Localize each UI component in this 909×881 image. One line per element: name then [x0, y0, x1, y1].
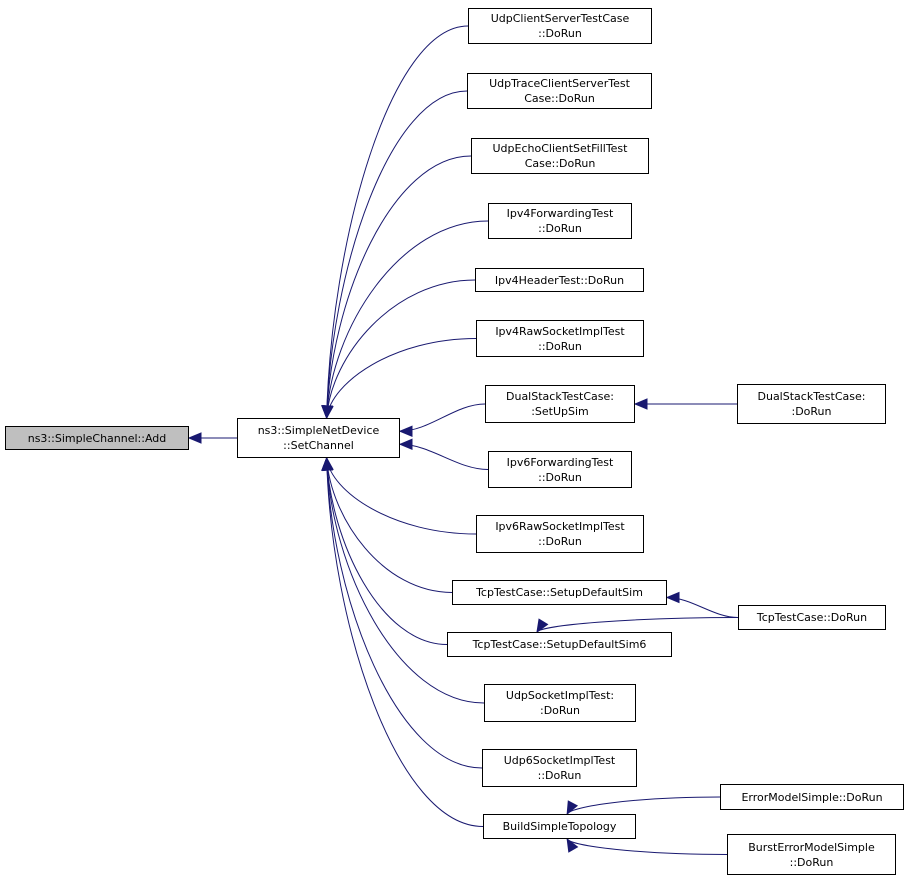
node-label-line: ns3::SimpleNetDevice	[257, 424, 380, 437]
node-label-line: Case::DoRun	[524, 92, 595, 105]
node-label-line: ::DoRun	[538, 222, 582, 235]
edge-ipv6raw-to-setchannel	[326, 457, 477, 535]
edge-dualsetup-to-setchannel	[399, 403, 486, 432]
node-label-line: TcpTestCase::SetupDefaultSim	[476, 586, 643, 599]
edge-errmodel-to-buildtopo	[566, 796, 721, 815]
node-dualstacktestcase-dorun[interactable]: DualStackTestCase: :DoRun	[737, 384, 886, 424]
node-simplechannel-add: ns3::SimpleChannel::Add	[5, 426, 189, 450]
node-label-line: BurstErrorModelSimple	[748, 840, 875, 854]
node-label-line: UdpEchoClientSetFillTest	[492, 142, 628, 155]
node-udpechoclientsetfilltestcase-dorun[interactable]: UdpEchoClientSetFillTest Case::DoRun	[471, 138, 649, 174]
arrowhead-setchannel-to-root	[187, 432, 202, 444]
node-errormodelsimple-dorun[interactable]: ErrorModelSimple::DoRun	[720, 784, 904, 810]
arrowhead-errmodel-to-buildtopo	[566, 800, 579, 816]
node-label-line: BuildSimpleTopology	[502, 820, 617, 833]
node-label-line: ErrorModelSimple::DoRun	[741, 790, 883, 804]
node-label-line: ::SetChannel	[283, 439, 354, 452]
node-label-line: :SetUpSim	[531, 405, 589, 418]
node-udptraceclientservertestcase-dorun[interactable]: UdpTraceClientServerTest Case::DoRun	[467, 73, 652, 109]
arrowhead-dualsetup-to-setchannel	[398, 425, 413, 437]
node-label-line: DualStackTestCase:	[506, 390, 614, 403]
edge-ipv4fwd-to-setchannel	[326, 220, 489, 419]
node-label-line: ::DoRun	[538, 535, 582, 548]
edge-tcprun-to-tcpsetup6	[536, 617, 739, 633]
node-label-line: ::DoRun	[789, 855, 834, 869]
node-bursterrormodelsimple-dorun[interactable]: BurstErrorModelSimple ::DoRun	[727, 834, 896, 875]
node-label-line: Ipv4ForwardingTest	[506, 207, 614, 220]
node-label-line: UdpSocketImplTest:	[505, 689, 615, 702]
node-label-line: :DoRun	[791, 405, 832, 418]
arrowhead-bursterr-to-buildtopo	[566, 837, 579, 853]
node-udpclientservertestcase-dorun[interactable]: UdpClientServerTestCase ::DoRun	[468, 8, 652, 44]
node-label-line: ::DoRun	[538, 339, 582, 353]
node-label-line: Ipv4HeaderTest::DoRun	[494, 273, 625, 287]
node-ipv4headertest-dorun[interactable]: Ipv4HeaderTest::DoRun	[475, 268, 644, 292]
node-tcptestcase-dorun[interactable]: TcpTestCase::DoRun	[738, 605, 886, 630]
node-label-line: ::DoRun	[537, 769, 582, 782]
node-simplenetdevice-setchannel[interactable]: ns3::SimpleNetDevice ::SetChannel	[237, 418, 400, 458]
edge-ipv4hdr-to-setchannel	[326, 279, 476, 419]
node-ipv6rawsocketimpltest-dorun[interactable]: Ipv6RawSocketImplTest ::DoRun	[476, 515, 644, 553]
node-label-line: ::DoRun	[538, 470, 582, 484]
node-label-line: Udp6SocketImplTest	[503, 754, 616, 767]
arrowhead-ipv4raw-to-setchannel	[322, 404, 334, 420]
node-buildsimpletopology[interactable]: BuildSimpleTopology	[483, 814, 636, 839]
node-label-line: TcpTestCase::SetupDefaultSim6	[472, 638, 647, 651]
node-tcptestcase-setupdefaultsim6[interactable]: TcpTestCase::SetupDefaultSim6	[447, 632, 672, 657]
node-label-line: Ipv4RawSocketImplTest	[495, 324, 625, 338]
node-label-line: Ipv6ForwardingTest	[506, 455, 614, 469]
node-dualstacktestcase-setupsim[interactable]: DualStackTestCase: :SetUpSim	[485, 385, 635, 423]
node-label-line: ::DoRun	[538, 27, 582, 40]
arrowhead-ipv6fwd-to-setchannel	[398, 438, 413, 451]
node-ipv6forwardingtest-dorun[interactable]: Ipv6ForwardingTest ::DoRun	[488, 451, 632, 488]
node-tcptestcase-setupdefaultsim[interactable]: TcpTestCase::SetupDefaultSim	[452, 580, 667, 605]
node-label-line: UdpClientServerTestCase	[490, 12, 630, 25]
edge-udpcs-to-setchannel	[326, 25, 469, 419]
arrowhead-buildtopo-to-setchannel	[321, 456, 333, 471]
edge-tcpsetup-to-setchannel	[326, 457, 453, 593]
arrowhead-dualrun-to-dualsetup	[633, 398, 648, 410]
edge-udpecho-to-setchannel	[326, 155, 472, 419]
edge-ipv6fwd-to-setchannel	[399, 443, 489, 470]
arrowhead-tcprun-to-tcpsetup	[665, 591, 680, 604]
edge-udpsock-to-setchannel	[326, 457, 485, 704]
node-label-line: TcpTestCase::DoRun	[756, 611, 868, 624]
edge-udp6sock-to-setchannel	[326, 457, 483, 769]
node-ipv4rawsocketimpltest-dorun[interactable]: Ipv4RawSocketImplTest ::DoRun	[476, 320, 644, 357]
edge-ipv4raw-to-setchannel	[326, 338, 477, 419]
arrowhead-tcprun-to-tcpsetup6	[536, 618, 549, 634]
node-udpsocketimpltest-dorun[interactable]: UdpSocketImplTest: :DoRun	[484, 684, 636, 722]
edge-buildtopo-to-setchannel	[326, 457, 484, 827]
node-label-line: :DoRun	[540, 704, 580, 717]
edge-udptrace-to-setchannel	[326, 90, 468, 419]
edge-bursterr-to-buildtopo	[566, 838, 728, 855]
node-label-line: Case::DoRun	[524, 157, 596, 170]
edge-tcpsetup6-to-setchannel	[326, 457, 448, 645]
node-label-line: DualStackTestCase:	[757, 390, 866, 403]
node-ipv4forwardingtest-dorun[interactable]: Ipv4ForwardingTest ::DoRun	[488, 203, 632, 239]
node-label-line: ns3::SimpleChannel::Add	[27, 431, 167, 445]
node-label-line: UdpTraceClientServerTest	[489, 77, 630, 90]
node-udp6socketimpltest-dorun[interactable]: Udp6SocketImplTest ::DoRun	[482, 749, 637, 787]
node-label-line: Ipv6RawSocketImplTest	[495, 520, 625, 533]
